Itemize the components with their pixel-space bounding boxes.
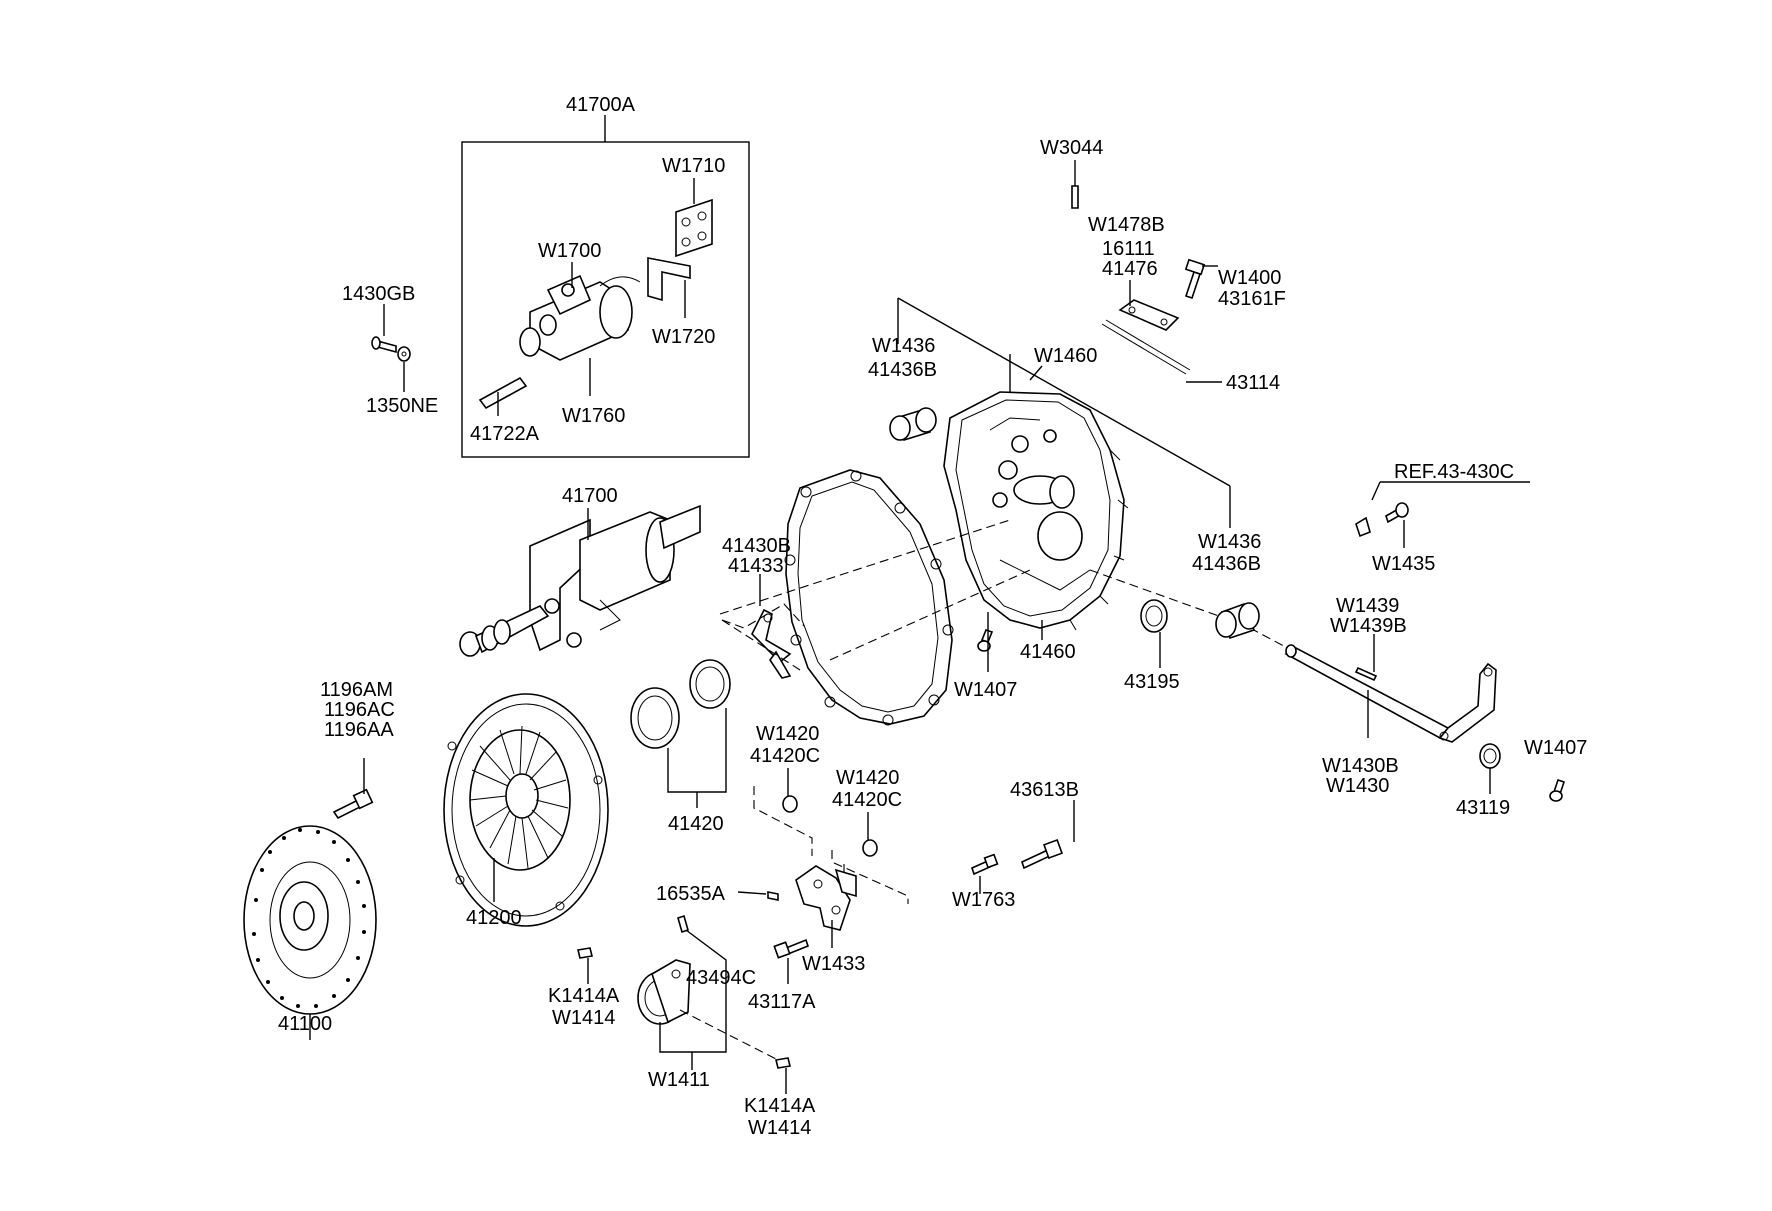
label-1196AC: 1196AC — [324, 699, 395, 721]
part-W1700[interactable] — [519, 274, 641, 361]
part-W1436-bushing-top[interactable] — [889, 407, 937, 441]
label-16111: 16111 — [1102, 238, 1155, 260]
label-W1411: W1411 — [648, 1069, 710, 1091]
part-1196AM-bolt[interactable] — [332, 788, 374, 820]
part-43119-washer[interactable] — [1479, 743, 1501, 769]
label-W1439B: W1439B — [1330, 615, 1407, 637]
label-W1420-b: W1420 — [836, 767, 899, 789]
label-W1763: W1763 — [952, 889, 1015, 911]
label-1430GB: 1430GB — [342, 283, 415, 305]
part-W1436-bushing-bottom[interactable] — [1215, 602, 1260, 640]
label-W1407-right: W1407 — [1524, 737, 1587, 759]
label-W1430: W1430 — [1326, 775, 1389, 797]
part-W1411-release-bearing[interactable] — [637, 914, 691, 1025]
part-43117A-bolt[interactable] — [773, 938, 809, 959]
part-1350NE[interactable] — [397, 346, 411, 362]
label-41420C-b: 41420C — [832, 789, 902, 811]
part-43195-seal[interactable] — [1140, 599, 1168, 633]
part-41420-bearing-b[interactable] — [689, 659, 731, 709]
part-W1420-bushing-b[interactable] — [862, 839, 878, 857]
part-41430B-fork[interactable] — [751, 608, 792, 679]
label-43117A: 43117A — [748, 991, 816, 1013]
label-43494C: 43494C — [686, 967, 756, 989]
label-41433: 41433 — [728, 555, 784, 577]
part-W1435-bolt[interactable] — [1385, 502, 1409, 524]
label-41200: 41200 — [466, 907, 522, 929]
part-41700-cylinder[interactable] — [459, 504, 701, 657]
label-W1478B: W1478B — [1088, 214, 1165, 236]
label-41460: 41460 — [1020, 641, 1076, 663]
label-43161F: 43161F — [1218, 288, 1286, 310]
label-41420: 41420 — [668, 813, 724, 835]
part-W1420-bushing-a[interactable] — [782, 795, 798, 813]
label-W1460: W1460 — [1034, 345, 1097, 367]
label-W1700: W1700 — [538, 240, 601, 262]
label-41100: 41100 — [278, 1013, 332, 1035]
part-W1430-shaft[interactable] — [1284, 644, 1497, 743]
disc-rivets — [252, 828, 366, 1008]
label-43114: 43114 — [1226, 372, 1280, 394]
part-43114-seal[interactable] — [1101, 319, 1191, 375]
part-W1407-bolt-b[interactable] — [1549, 778, 1566, 802]
part-W1439-pin[interactable] — [1354, 666, 1378, 682]
part-W1400-bolt[interactable] — [1184, 258, 1206, 300]
part-41100-clutch-disc[interactable] — [243, 825, 377, 1015]
label-W1414-b: W1414 — [748, 1117, 811, 1139]
label-W1430B: W1430B — [1322, 755, 1399, 777]
label-W1435: W1435 — [1372, 553, 1435, 575]
label-W1433: W1433 — [802, 953, 865, 975]
label-43613B: 43613B — [1010, 779, 1079, 801]
label-41700A: 41700A — [566, 94, 636, 116]
part-K1414A-clip-a[interactable] — [577, 947, 593, 959]
master-cylinder-assembly-group — [461, 115, 750, 458]
part-1430GB[interactable] — [371, 336, 397, 354]
label-W1710: W1710 — [662, 155, 725, 177]
label-41722A: 41722A — [470, 423, 540, 445]
label-K1414A-b: K1414A — [744, 1095, 816, 1117]
label-43195: 43195 — [1124, 671, 1180, 693]
part-16535A[interactable] — [767, 891, 779, 901]
label-W1760: W1760 — [562, 405, 625, 427]
part-41476-plate[interactable] — [1118, 299, 1180, 331]
part-41460-housing[interactable] — [943, 391, 1129, 631]
label-43119: 43119 — [1456, 797, 1510, 819]
label-41420C-a: 41420C — [750, 745, 820, 767]
label-41436B-top: 41436B — [868, 359, 937, 381]
label-1196AA: 1196AA — [324, 719, 394, 741]
part-W1433-fork[interactable] — [795, 865, 857, 931]
label-W1400: W1400 — [1218, 267, 1281, 289]
part-K1414A-clip-b[interactable] — [775, 1057, 791, 1069]
part-W1407-bolt-a[interactable] — [977, 629, 994, 652]
label-W1720: W1720 — [652, 326, 715, 348]
part-41200-pressure-plate[interactable] — [443, 693, 609, 927]
part-W1710[interactable] — [675, 198, 713, 258]
part-W1763-bolt[interactable] — [971, 853, 999, 876]
label-41476: 41476 — [1102, 258, 1158, 280]
part-REF-clip[interactable] — [1355, 516, 1371, 538]
label-REF-43-430C: REF.43-430C — [1394, 461, 1514, 483]
part-W3044[interactable] — [1071, 185, 1079, 209]
part-bellhousing-gasket[interactable] — [784, 469, 954, 726]
label-W1436-bottom: W1436 — [1198, 531, 1261, 553]
label-41436B-bottom: 41436B — [1192, 553, 1261, 575]
label-W1407-housing: W1407 — [954, 679, 1017, 701]
label-41700: 41700 — [562, 485, 618, 507]
part-41420-bearing-a[interactable] — [630, 687, 680, 749]
label-W1439: W1439 — [1336, 595, 1399, 617]
part-W1720[interactable] — [647, 257, 691, 302]
label-W1436-top: W1436 — [872, 335, 935, 357]
label-K1414A-a: K1414A — [548, 985, 620, 1007]
label-W3044: W3044 — [1040, 137, 1103, 159]
label-1350NE: 1350NE — [366, 395, 438, 417]
label-W1420-a: W1420 — [756, 723, 819, 745]
label-W1414-a: W1414 — [552, 1007, 615, 1029]
part-43613B-bolt[interactable] — [1021, 839, 1063, 870]
label-1196AM: 1196AM — [320, 679, 393, 701]
part-41722A[interactable] — [478, 376, 528, 410]
label-16535A: 16535A — [656, 883, 726, 905]
label-41430B: 41430B — [722, 535, 791, 557]
